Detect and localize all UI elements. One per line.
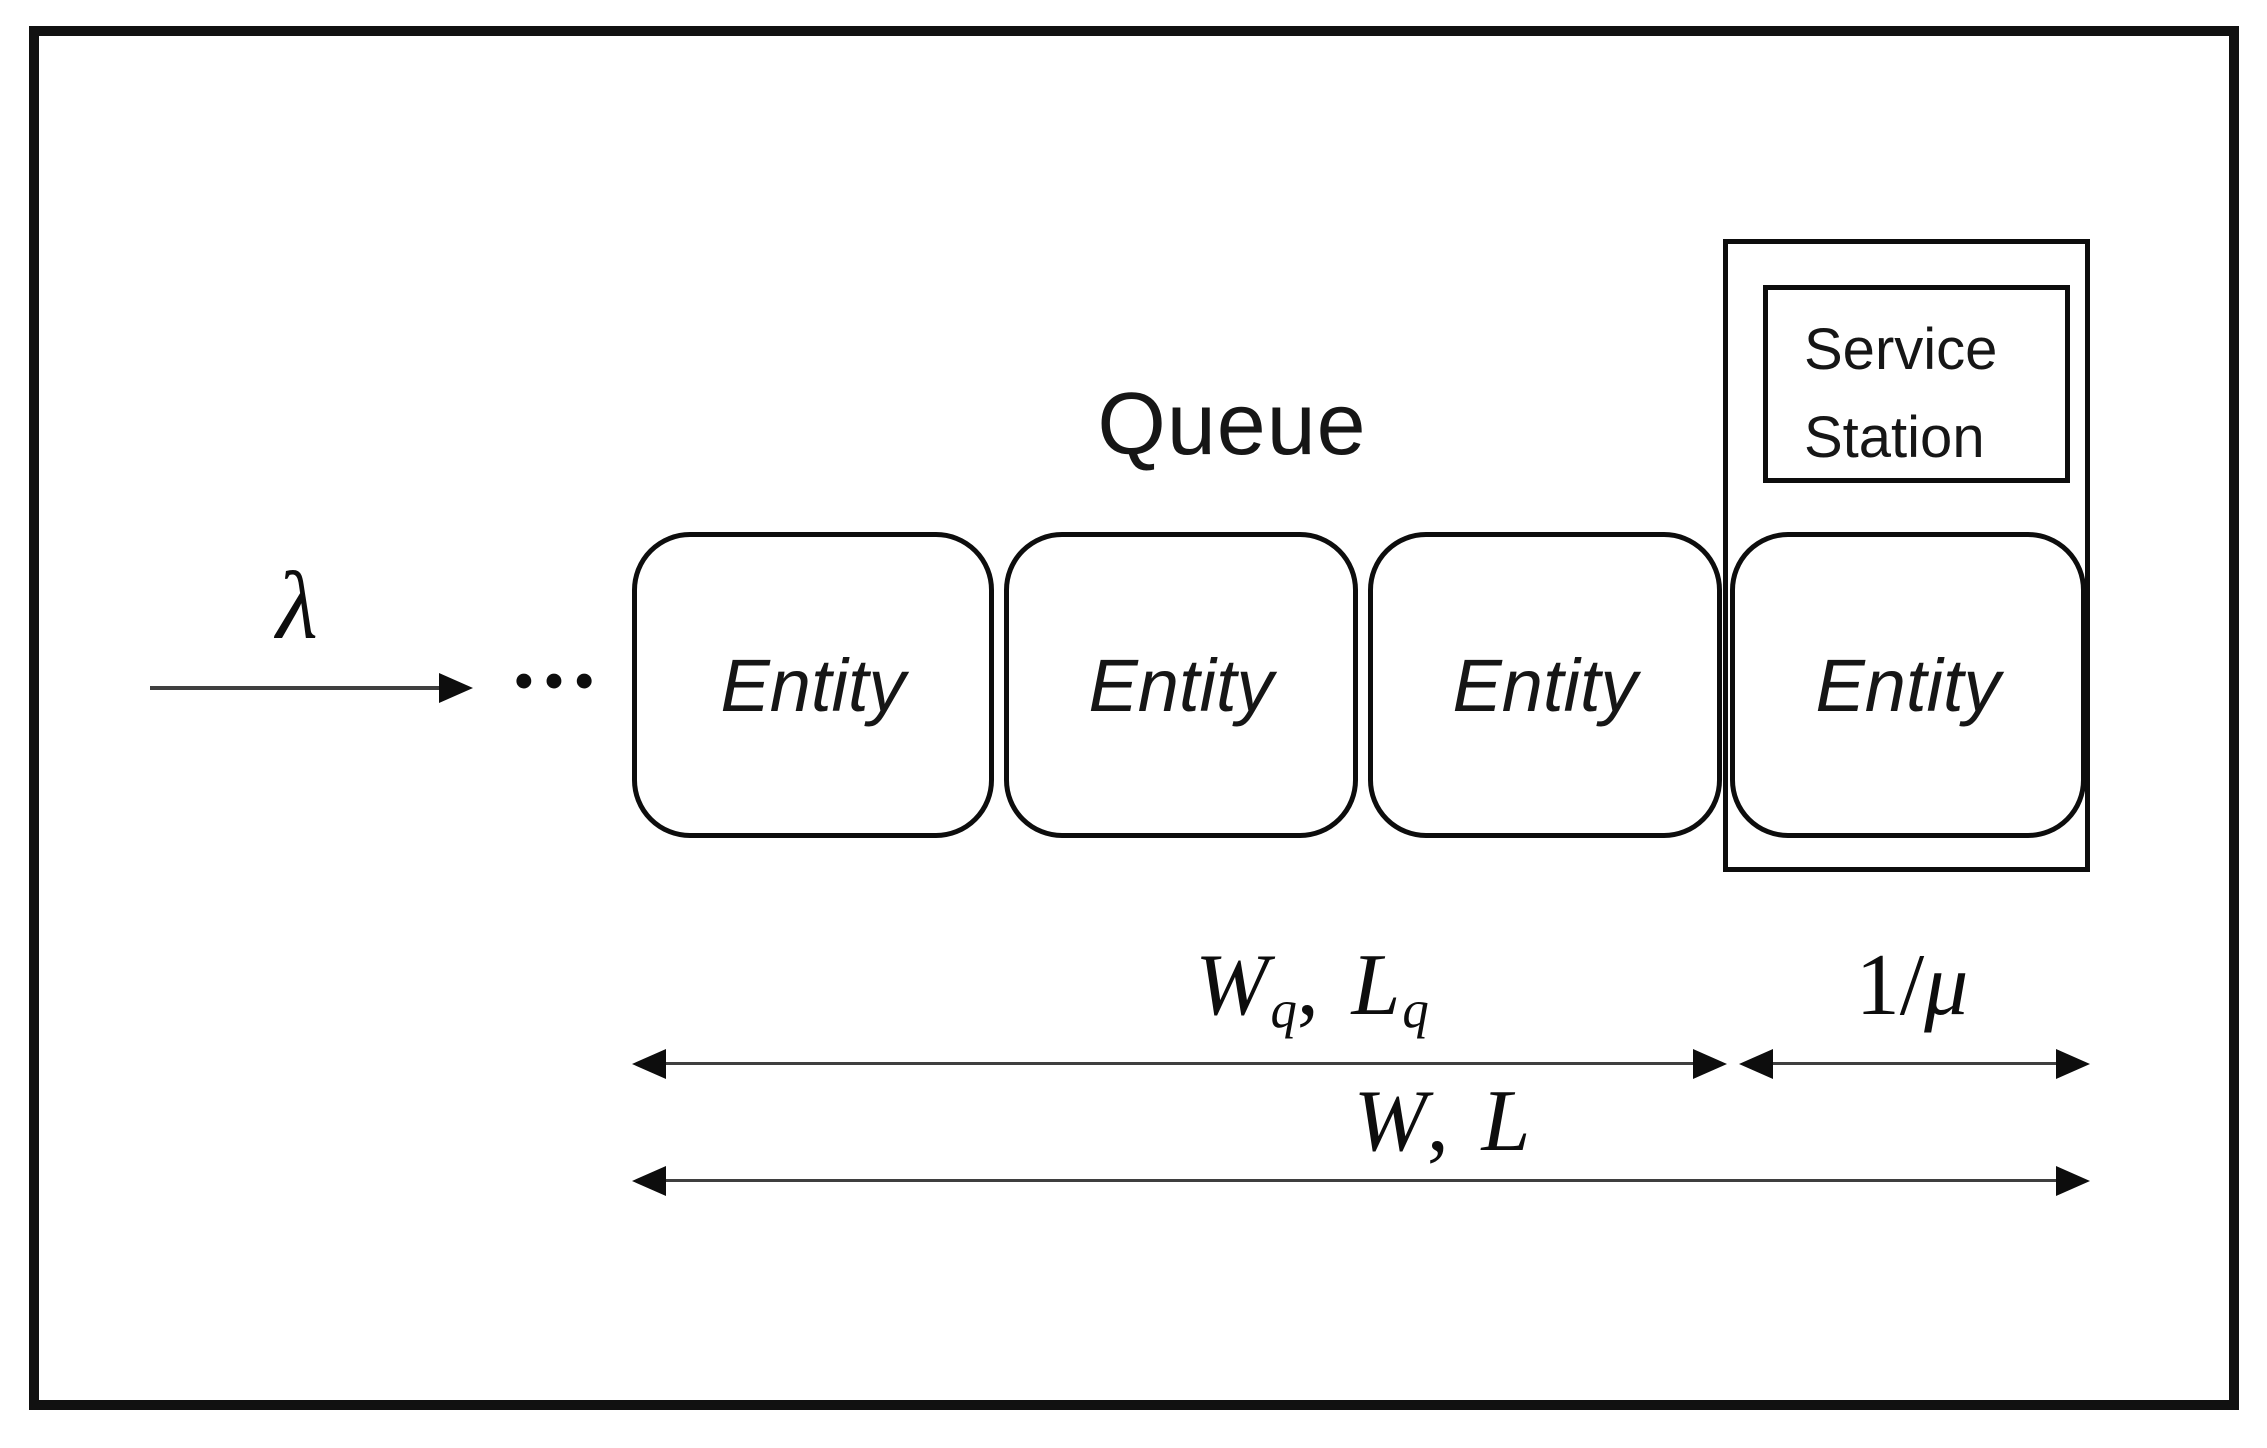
queue-wait-right-arrowhead-icon [1693, 1049, 1727, 1079]
queue-wait-label: Wq, Lq [1195, 937, 1429, 1039]
entity-label: Entity [720, 643, 906, 727]
service-time-left-arrowhead-icon [1739, 1049, 1773, 1079]
service-time-label: 1/μ [1855, 937, 1969, 1034]
total-span-line [648, 1179, 2078, 1182]
total-time-label: W, L [1353, 1073, 1531, 1170]
arrival-arrow-line [150, 686, 445, 690]
entity-box: Entity [1004, 532, 1358, 838]
total-right-arrowhead-icon [2056, 1166, 2090, 1196]
queue-ellipsis: ••• [514, 652, 606, 710]
page-border [29, 26, 2239, 1410]
entity-box: Entity [1368, 532, 1722, 838]
service-time-right-arrowhead-icon [2056, 1049, 2090, 1079]
arrival-rate-label: λ [276, 552, 318, 659]
entity-label: Entity [1452, 643, 1638, 727]
entity-box: Entity [632, 532, 994, 838]
queue-title: Queue [1097, 374, 1367, 473]
entity-box-in-service: Entity [1730, 532, 2086, 838]
queue-wait-span-line [648, 1062, 1700, 1065]
arrival-arrowhead-icon [439, 673, 473, 703]
service-time-span-line [1753, 1062, 2077, 1065]
service-station-title-box: Service Station [1763, 285, 2070, 483]
entity-label: Entity [1088, 643, 1274, 727]
service-station-label-line1: Service [1804, 317, 1998, 382]
queue-wait-left-arrowhead-icon [632, 1049, 666, 1079]
entity-label: Entity [1815, 643, 2001, 727]
total-left-arrowhead-icon [632, 1166, 666, 1196]
service-station-label-line2: Station [1804, 405, 1985, 470]
